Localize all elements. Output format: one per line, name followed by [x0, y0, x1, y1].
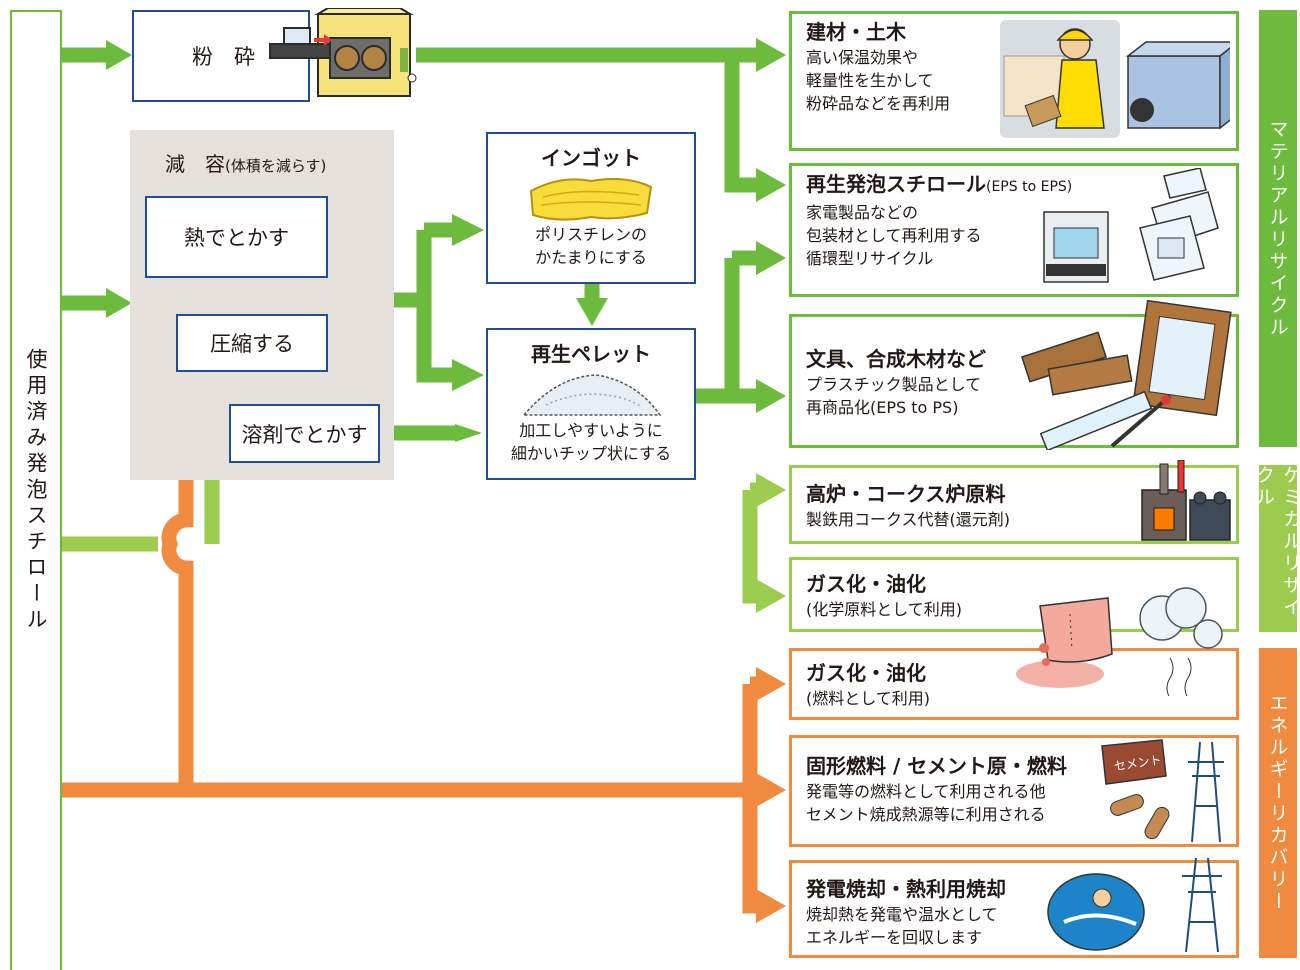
output-title-note: (EPS to EPS)	[986, 179, 1073, 195]
output-title: 高炉・コークス炉原料	[806, 482, 1006, 506]
output-title: 固形燃料 / セメント原・燃料	[806, 754, 1067, 778]
category-energy: エネルギーリカバリー	[1259, 648, 1297, 958]
category-chemical: ケミカルリサイクル	[1253, 465, 1300, 632]
wire-crush-out	[416, 47, 758, 193]
crusher-illustration	[269, 8, 417, 97]
output-desc: 高い保温効果や	[806, 48, 919, 67]
category-material: マテリアルリサイクル	[1259, 10, 1297, 447]
output-desc: 包装材として再利用する	[806, 226, 982, 245]
compress-box: 圧縮する	[176, 314, 328, 372]
solvent-melt-box: 溶剤でとかす	[229, 404, 380, 463]
output-desc: プラスチック製品として	[806, 375, 982, 394]
output-title: 文具、合成木材など	[806, 347, 986, 371]
solvent-melt-label: 溶剤でとかす	[241, 422, 368, 447]
wire-energy-bus	[742, 684, 758, 914]
compress-label: 圧縮する	[210, 332, 294, 356]
volume-reduction-note: (体積を減らす)	[225, 157, 327, 175]
output-title: 発電焼却・熱利用焼却	[806, 877, 1006, 901]
wire-pellet-bus	[724, 258, 758, 404]
source-label: 使用済み発泡スチロール	[24, 348, 48, 634]
pellet-title: 再生ペレット	[531, 342, 651, 366]
output-desc: 循環型リサイクル	[806, 249, 934, 268]
blast-furnace-illustration	[1141, 460, 1231, 541]
wire-chem-bus	[742, 490, 758, 604]
heat-melt-box: 熱でとかす	[145, 196, 328, 278]
output-incineration: 発電焼却・熱利用焼却 焼却熱を発電や温水として エネルギーを回収します	[789, 860, 1239, 958]
output-title: ガス化・油化	[806, 572, 926, 596]
output-title: ガス化・油化	[806, 661, 926, 685]
pellet-pile-illustration	[522, 374, 662, 416]
output-title: 再生発泡スチロール(EPS to EPS)	[806, 170, 1236, 201]
eps-package-illustration	[1043, 168, 1219, 283]
output-desc: 再商品化(EPS to PS)	[806, 398, 959, 417]
output-desc: 軽量性を生かして	[806, 71, 934, 90]
ingot-desc-1: ポリスチレンの	[534, 225, 647, 244]
output-desc: 家電製品などの	[806, 203, 919, 222]
pellet-desc-2: 細かいチップ状にする	[510, 444, 672, 463]
category-chemical-label: ケミカルリサイクル	[1253, 465, 1300, 619]
ingot-box: インゴット ポリスチレンの かたまりにする	[486, 132, 696, 284]
incineration-illustration	[1047, 857, 1222, 953]
ingot-illustration	[529, 178, 653, 221]
ingot-title: インゴット	[541, 146, 641, 170]
volume-reduction-title: 減 容(体積を減らす)	[165, 148, 326, 177]
output-solid-fuel: 固形燃料 / セメント原・燃料 発電等の燃料として利用される他 セメント焼成熱源…	[789, 735, 1239, 847]
wire-compress-energy	[161, 372, 194, 790]
wire-split	[416, 230, 455, 383]
output-desc: 発電等の燃料として利用される他	[806, 782, 1046, 801]
solid-fuel-illustration: セメント	[1101, 739, 1224, 843]
cement-bag-label: セメント	[1113, 753, 1162, 774]
output-desc: エネルギーを回収します	[806, 928, 983, 947]
construction-illustration	[1000, 20, 1230, 138]
output-desc: (燃料として利用)	[806, 689, 931, 708]
output-desc: 焼却熱を発電や温水として	[806, 905, 998, 924]
stationery-illustration	[1020, 300, 1232, 450]
output-desc: セメント焼成熱源等に利用される	[806, 805, 1046, 824]
pellet-desc-1: 加工しやすいように	[519, 421, 663, 440]
ingot-desc-2: かたまりにする	[535, 248, 647, 267]
crush-label: 粉 砕	[192, 45, 255, 69]
output-title: 建材・土木	[806, 20, 906, 44]
output-title-main: 再生発泡スチロール	[806, 172, 986, 196]
chemical-gas-illustration	[1016, 587, 1223, 696]
heat-melt-label: 熱でとかす	[184, 226, 289, 250]
output-desc: (化学原料として利用)	[806, 600, 963, 619]
output-desc: 製鉄用コークス代替(還元剤)	[806, 510, 1011, 529]
category-energy-label: エネルギーリカバリー	[1266, 693, 1289, 913]
pellet-box: 再生ペレット 加工しやすいように 細かいチップ状にする	[486, 328, 696, 480]
source-box: 使用済み発泡スチロール	[10, 10, 62, 970]
output-gasification-fuel: ガス化・油化 (燃料として利用)	[789, 648, 1239, 720]
category-material-label: マテリアルリサイクル	[1266, 118, 1289, 339]
volume-reduction-label: 減 容	[165, 152, 225, 176]
output-desc: 粉砕品などを再利用	[806, 94, 951, 113]
